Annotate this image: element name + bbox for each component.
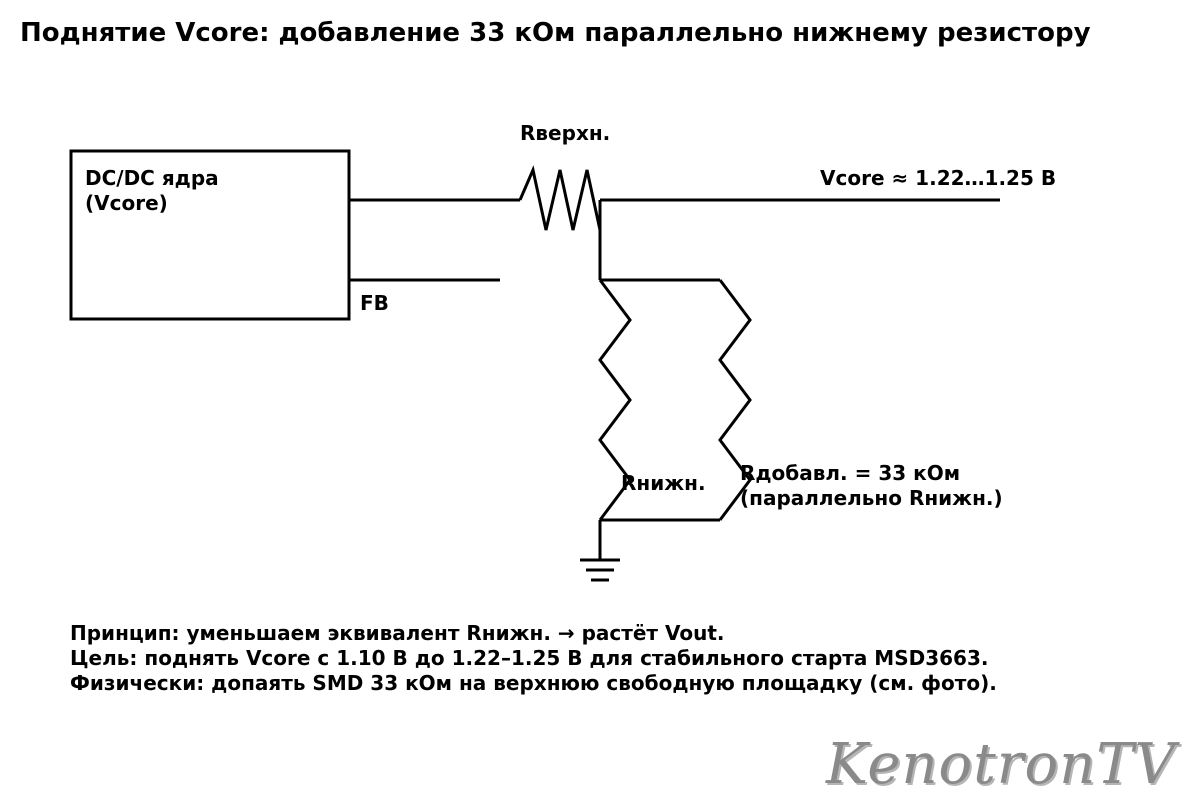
diagram-title: Поднятие Vcore: добавление 33 кОм паралл… [20,18,1091,48]
watermark-logo: KenotronTV [826,732,1177,797]
ground-icon [580,558,620,582]
dcdc-label-line1: DC/DC ядра [85,166,219,190]
upper-resistor-label: Rверхн. [520,121,611,145]
fb-label: FB [360,291,389,315]
lower-resistor [598,279,632,521]
dcdc-label-line2: (Vcore) [85,191,168,215]
added-resistor-label-line2: (параллельно Rнижн.) [740,486,1003,510]
added-resistor [718,279,752,521]
notes-block: Принцип: уменьшаем эквивалент Rнижн. → р… [70,621,997,696]
note-goal: Цель: поднять Vcore с 1.10 В до 1.22–1.2… [70,646,989,670]
added-resistor-label-line1: Rдобавл. = 33 кОм [740,461,961,485]
dcdc-block [69,149,351,321]
note-physical: Физически: допаять SMD 33 кОм на верхнюю… [70,671,997,695]
lower-resistor-label: Rнижн. [621,471,706,495]
note-principle: Принцип: уменьшаем эквивалент Rнижн. → р… [70,621,725,645]
vcore-output-label: Vcore ≈ 1.22…1.25 В [820,166,1057,190]
upper-resistor [518,165,602,231]
